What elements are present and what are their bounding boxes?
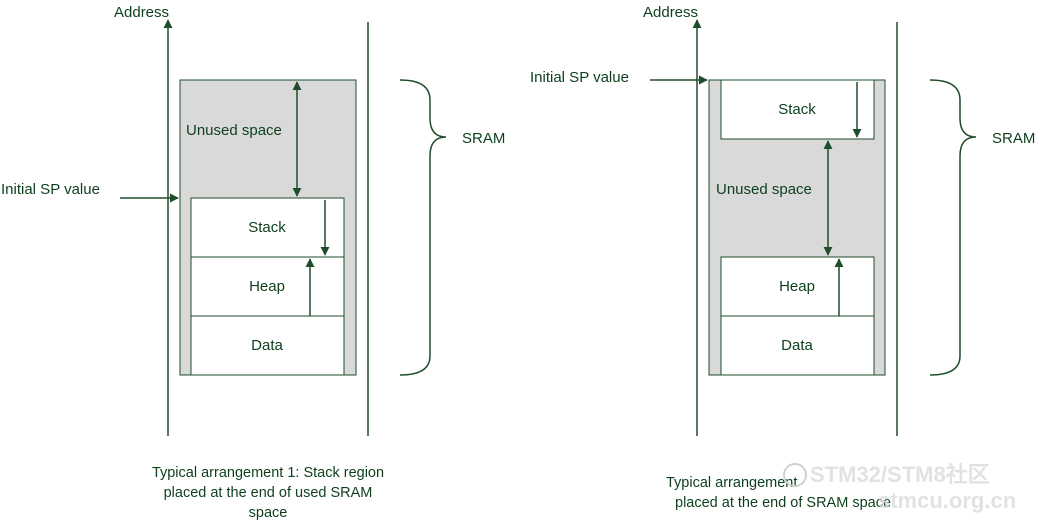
watermark-line-1: STM32/STM8社区 — [810, 462, 990, 487]
arrangement-2: Address Stack Heap Data Unused space Ini… — [530, 4, 1035, 511]
caption-2-line-2: placed at the end of SRAM space — [675, 495, 891, 511]
data-label-2: Data — [781, 337, 813, 354]
address-label-1: Address — [114, 4, 169, 21]
stack-block-1 — [190, 197, 345, 258]
stack-label-2: Stack — [778, 101, 816, 118]
caption-2-line-1: Typical arrangement — [666, 475, 797, 491]
watermark: STM32/STM8社区 stmcu.org.cn — [783, 462, 1016, 513]
stack-block-2 — [720, 79, 875, 140]
watermark-logo-icon — [783, 463, 807, 487]
sram-label-1: SRAM — [462, 130, 505, 147]
caption-1-line-2: placed at the end of used SRAM — [164, 485, 373, 501]
heap-block-1 — [190, 256, 345, 317]
unused-space-label-1: Unused space — [186, 122, 282, 139]
stack-label-1: Stack — [248, 219, 286, 236]
address-label-2: Address — [643, 4, 698, 21]
sram-brace-2 — [929, 79, 977, 376]
unused-space-label-2: Unused space — [716, 181, 812, 198]
heap-label-2: Heap — [779, 278, 815, 295]
heap-block-2 — [720, 256, 875, 317]
arrangement-1: Address Unused space Stack Heap Data Ini… — [1, 4, 505, 521]
caption-1-line-3: space — [249, 505, 288, 521]
caption-1-line-1: Typical arrangement 1: Stack region — [152, 465, 384, 481]
data-block-1 — [190, 315, 345, 376]
initial-sp-label-2: Initial SP value — [530, 69, 629, 86]
data-block-2 — [720, 315, 875, 376]
heap-label-1: Heap — [249, 278, 285, 295]
initial-sp-label-1: Initial SP value — [1, 181, 100, 198]
sram-brace-1 — [399, 79, 447, 376]
data-label-1: Data — [251, 337, 283, 354]
sram-label-2: SRAM — [992, 130, 1035, 147]
watermark-line-2: stmcu.org.cn — [878, 488, 1016, 513]
